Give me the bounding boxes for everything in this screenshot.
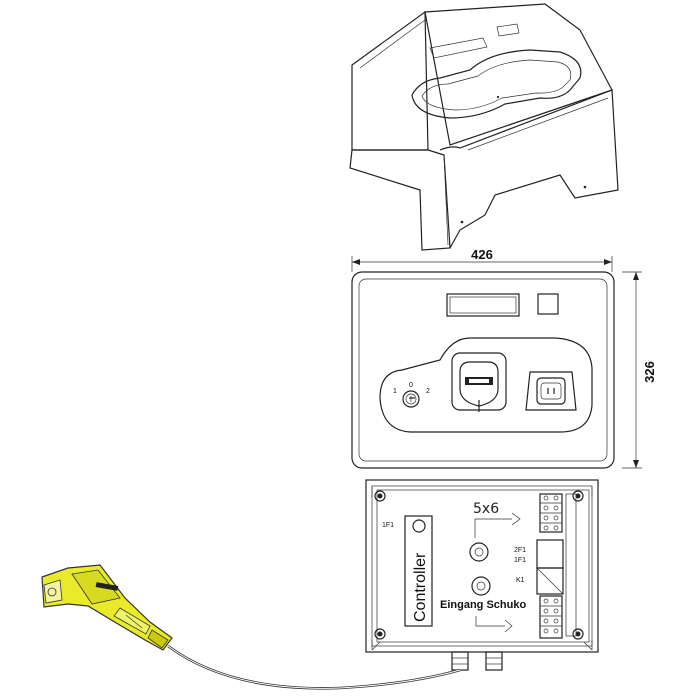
housing-front-right bbox=[439, 89, 619, 249]
controller-led bbox=[412, 519, 426, 533]
terminal-block-lower bbox=[539, 595, 563, 639]
controller-label: Controller bbox=[412, 552, 429, 622]
cable-gland-left bbox=[451, 651, 469, 671]
display-screen bbox=[446, 293, 520, 317]
type2-socket-icon bbox=[451, 352, 507, 412]
label-1f1-right: 1F1 bbox=[514, 557, 526, 564]
cable-gland-right bbox=[485, 651, 503, 671]
din-rail bbox=[565, 493, 577, 637]
terminal-block-upper bbox=[539, 493, 563, 533]
schuko-socket-icon bbox=[525, 371, 577, 411]
round-component-upper bbox=[469, 542, 489, 562]
front-panel-outline bbox=[351, 271, 615, 469]
key-position-0: 0 bbox=[409, 382, 413, 389]
corner-screw bbox=[374, 628, 386, 640]
housing-isometric-view bbox=[349, 3, 619, 251]
controller-module bbox=[404, 515, 433, 627]
screw-hole bbox=[496, 95, 500, 99]
input-label: Eingang Schuko bbox=[440, 599, 526, 611]
height-label: 326 bbox=[642, 361, 657, 383]
width-label: 426 bbox=[471, 247, 493, 262]
key-switch-icon bbox=[402, 390, 420, 408]
charger-recess bbox=[411, 49, 582, 119]
contactor-k1 bbox=[536, 567, 564, 595]
label-1f1-left: 1F1 bbox=[382, 522, 394, 529]
height-dimension: 326 bbox=[622, 271, 657, 469]
corner-screw bbox=[572, 628, 584, 640]
round-component-lower bbox=[471, 576, 491, 596]
label-2f1: 2F1 bbox=[514, 547, 526, 554]
enclosure-outline bbox=[365, 479, 599, 653]
status-indicator bbox=[537, 293, 559, 315]
key-position-1: 1 bbox=[393, 388, 397, 395]
width-dimension: 426 bbox=[351, 247, 613, 272]
type2-plug-icon bbox=[41, 564, 173, 651]
housing-left-side bbox=[351, 10, 429, 151]
front-recess-outline bbox=[379, 337, 593, 433]
housing-top-surface bbox=[424, 3, 613, 146]
enclosure-interior-view: 1F1 Controller 5x6 2F1 1F1 bbox=[365, 479, 599, 671]
breaker-1f1-2f1 bbox=[536, 539, 564, 569]
corner-screw bbox=[374, 490, 386, 502]
corner-screw bbox=[572, 490, 584, 502]
screw-hole bbox=[583, 185, 587, 189]
display-window bbox=[429, 37, 488, 59]
screw-hole bbox=[460, 220, 464, 224]
front-view-panel: 1 0 2 bbox=[351, 271, 615, 469]
handwritten-note: 5x6 bbox=[473, 501, 499, 517]
housing-front-left bbox=[349, 149, 451, 251]
indicator-window bbox=[496, 23, 520, 37]
key-position-2: 2 bbox=[426, 388, 430, 395]
label-k1: K1 bbox=[516, 577, 525, 584]
